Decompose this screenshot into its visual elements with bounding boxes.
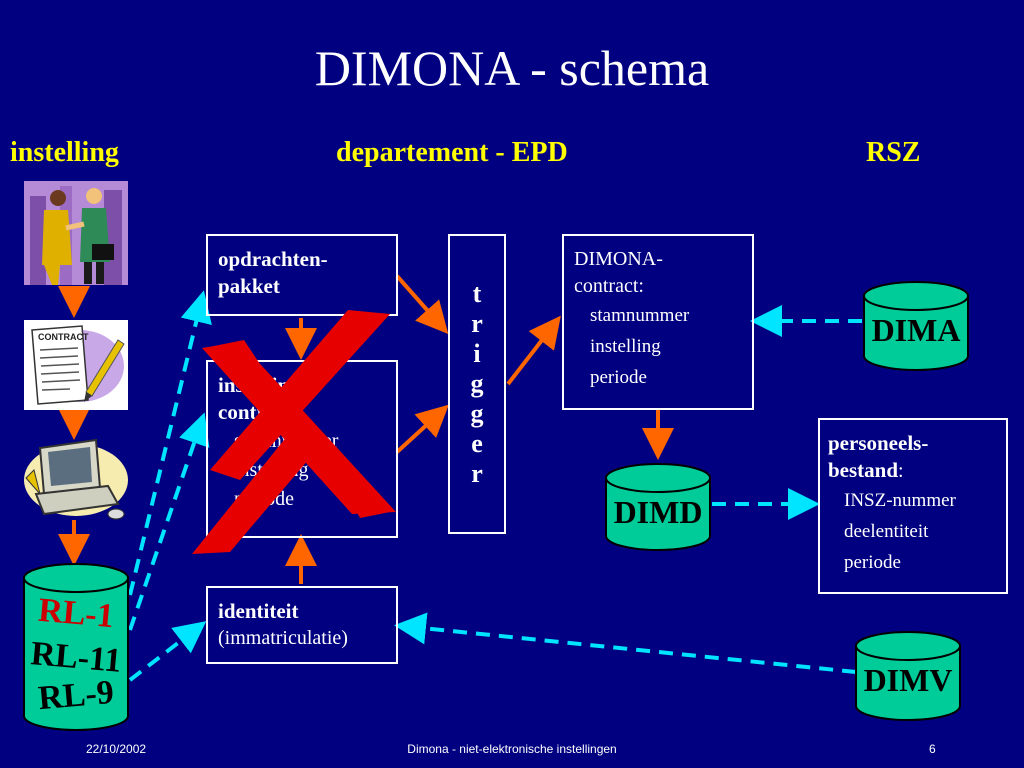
- dimona-contract-colon: :: [638, 275, 644, 297]
- svg-text:CONTRACT: CONTRACT: [38, 332, 89, 342]
- column-heading-rsz: RSZ: [866, 137, 921, 168]
- arrow-opdracht-to-trigger: [395, 274, 449, 334]
- trigger-letter: g: [470, 369, 484, 398]
- dimona-contract-line2: contract: [574, 275, 639, 297]
- footer-title: Dimona - niet-elektronische instellingen: [407, 742, 617, 756]
- dimona-contract-item: stamnummer: [590, 305, 690, 326]
- opdrachten-pakket-box: opdrachten- pakket: [206, 234, 398, 316]
- dashed-arrow-rl-to-contract: [128, 412, 210, 631]
- trigger-letter: e: [471, 429, 483, 458]
- opdracht-line1: opdrachten-: [218, 247, 328, 271]
- column-heading-instelling: instelling: [10, 137, 119, 168]
- personeels-line1: personeels-: [828, 431, 929, 455]
- computer-clipart-icon: [24, 438, 128, 520]
- trigger-letter: g: [470, 399, 484, 428]
- rl-database-cylinder: [23, 563, 129, 731]
- trigger-letter: r: [471, 459, 483, 488]
- personeels-colon: :: [898, 460, 904, 482]
- dimd-label: DIMD: [613, 494, 703, 530]
- personeels-bestand-box: personeels- bestand: INSZ-nummer deelent…: [818, 418, 1008, 594]
- dima-label: DIMA: [871, 312, 961, 348]
- personeels-line2: bestand: [828, 458, 899, 482]
- trigger-letter: i: [473, 339, 481, 368]
- identiteit-sub: (immatriculatie): [218, 627, 348, 649]
- dimona-contract-item: periode: [590, 367, 647, 388]
- trigger-box: t r i g g e r: [448, 234, 506, 534]
- identiteit-box: identiteit (immatriculatie): [206, 586, 398, 664]
- personeels-item: periode: [844, 552, 901, 573]
- handshake-clipart-icon: [24, 181, 128, 285]
- dimd-database-cylinder: [605, 463, 711, 551]
- trigger-letter: t: [472, 279, 482, 308]
- opdracht-line2: pakket: [218, 274, 280, 298]
- arrow-trigger-to-dimona: [506, 315, 561, 386]
- personeels-item: deelentiteit: [844, 521, 929, 542]
- column-heading-departement: departement - EPD: [336, 137, 568, 168]
- dashed-arrow-rl-to-opdracht: [128, 290, 212, 596]
- footer-date: 22/10/2002: [86, 742, 147, 756]
- dimv-label: DIMV: [863, 662, 953, 698]
- dimona-contract-line1: DIMONA-: [574, 248, 663, 270]
- footer-page-number: 6: [929, 742, 936, 756]
- dimv-database-cylinder: [855, 631, 961, 721]
- identiteit-title: identiteit: [218, 599, 299, 623]
- slide-title: DIMONA - schema: [314, 40, 710, 96]
- arrow-contract-to-trigger: [395, 404, 449, 454]
- dima-database-cylinder: [863, 281, 969, 371]
- dashed-arrow-dimv-to-identiteit: [394, 612, 857, 674]
- contract-clipart-icon: CONTRACT: [24, 320, 128, 410]
- dimona-contract-item: instelling: [590, 336, 661, 357]
- dashed-arrow-rl-to-identiteit: [128, 621, 207, 682]
- personeels-item: INSZ-nummer: [844, 490, 956, 511]
- dimona-contract-box: DIMONA- contract: stamnummer instelling …: [562, 234, 754, 410]
- trigger-letter: r: [471, 309, 483, 338]
